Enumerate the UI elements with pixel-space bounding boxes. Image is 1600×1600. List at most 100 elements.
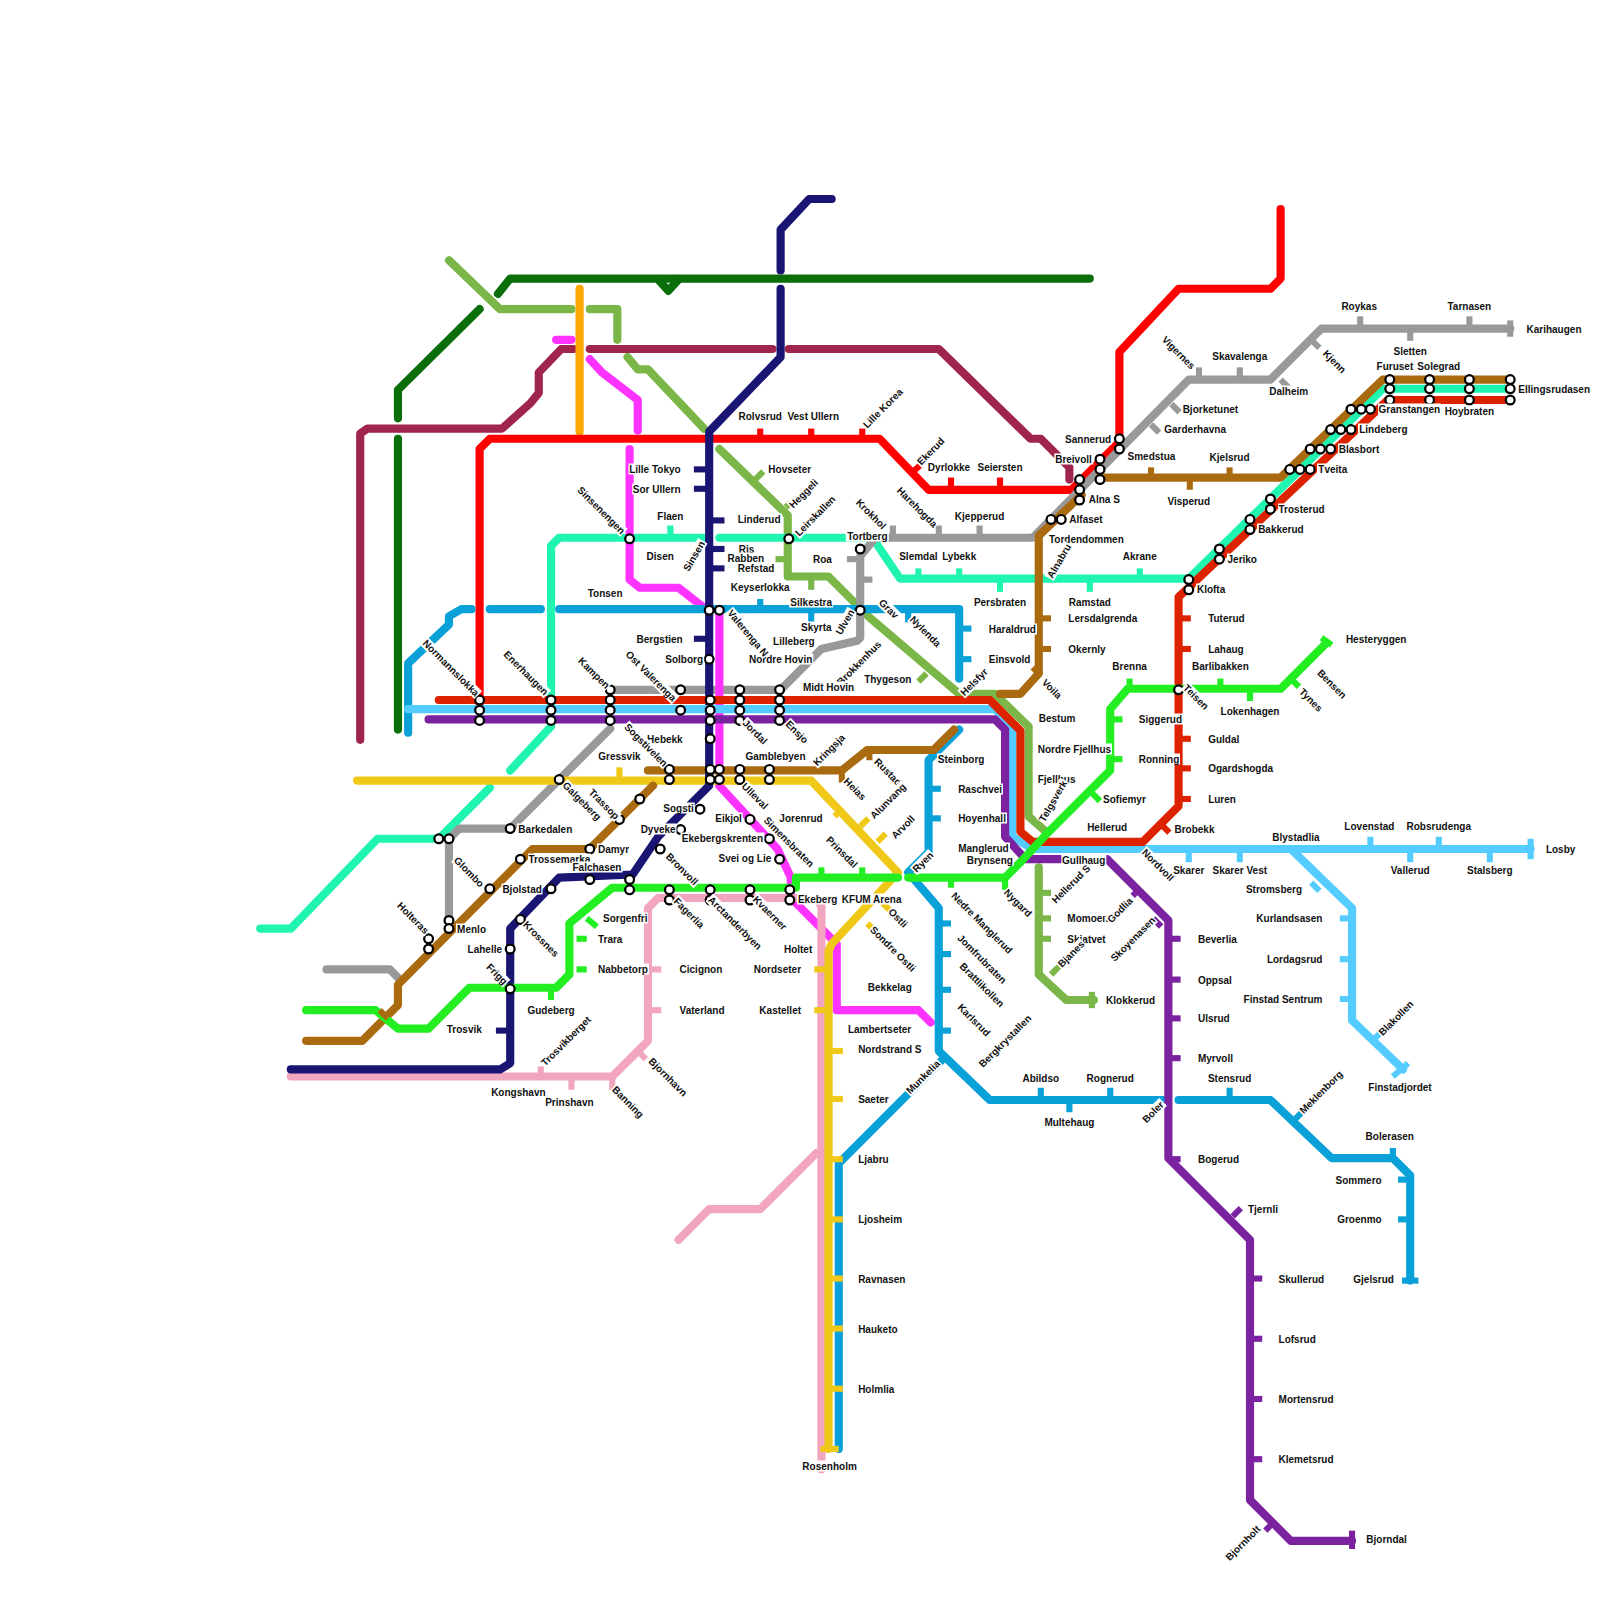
interchange-circle xyxy=(735,765,744,774)
station-label: Klemetsrud xyxy=(1278,1454,1335,1465)
station-label: Ekebergskrenten xyxy=(681,832,764,843)
station-label: Bjornhavn xyxy=(646,1054,690,1098)
station-label: Oppsal xyxy=(1197,974,1233,985)
station-tick xyxy=(1436,837,1442,849)
station-label: Heias xyxy=(841,775,869,803)
station-tick xyxy=(616,767,622,780)
station-label: Lofsrud xyxy=(1278,1333,1317,1344)
station-label: Silkestra xyxy=(789,597,833,608)
station-label: Momoen xyxy=(1066,913,1109,924)
interchange-circle xyxy=(424,934,433,943)
interchange-circle xyxy=(665,765,674,774)
station-tick xyxy=(1133,888,1141,896)
station-tick xyxy=(878,834,886,842)
station-label: Granstangen xyxy=(1378,404,1442,415)
interchange-circle xyxy=(1506,375,1515,384)
interchange-circle xyxy=(1096,475,1105,484)
station-tick xyxy=(1033,667,1041,675)
station-label: Karlsrud xyxy=(955,1001,993,1039)
interchange-circle xyxy=(765,834,774,843)
station-label: Linderud xyxy=(737,514,782,525)
station-tick xyxy=(1179,736,1191,742)
station-label: Heggeli xyxy=(786,476,821,511)
station-tick xyxy=(818,867,824,877)
interchange-circle xyxy=(1347,405,1356,414)
station-label: Bergstien xyxy=(636,633,684,644)
station-label: Finstad Sentrum xyxy=(1243,993,1324,1004)
station-label: Okernly xyxy=(1067,643,1106,654)
station-label: Normannslokka xyxy=(420,637,482,699)
station-tick xyxy=(866,750,872,760)
station-label: Tynes xyxy=(1297,685,1326,714)
station-label: Haraldrud xyxy=(988,623,1037,634)
station-label: Brynseng xyxy=(966,855,1014,866)
station-label: Ljosheim xyxy=(857,1214,903,1225)
station-tick xyxy=(1039,646,1051,652)
station-label: Guldal xyxy=(1207,733,1240,744)
station-label: Nordseter xyxy=(753,964,802,975)
station-tick xyxy=(1179,796,1191,802)
interchange-circle xyxy=(585,845,594,854)
station-label: KFUM Arena xyxy=(841,893,903,904)
station-tick xyxy=(587,918,597,926)
station-label: Vallerud xyxy=(1390,865,1431,876)
interchange-circle xyxy=(434,834,443,843)
station-tick xyxy=(1340,956,1352,962)
station-tick xyxy=(694,466,709,472)
station-label: Disen xyxy=(646,551,675,562)
station-label: Keyserlokka xyxy=(730,581,791,592)
station-tick xyxy=(929,815,941,821)
station-label: Nordre Fjellhus xyxy=(1037,743,1112,754)
station-label: Luren xyxy=(1207,793,1237,804)
interchange-circle xyxy=(1425,375,1434,384)
station-label: Hovseter xyxy=(767,464,812,475)
station-tick xyxy=(948,878,954,888)
interchange-circle xyxy=(1075,485,1084,494)
station-label: Ljabru xyxy=(857,1154,890,1165)
station-label: Beverlia xyxy=(1197,933,1238,944)
station-tick xyxy=(997,579,1003,592)
station-tick xyxy=(380,1010,388,1018)
station-label: Godlia xyxy=(1105,895,1136,926)
station-label: Kjepperud xyxy=(954,511,1005,522)
station-label: Stensrud xyxy=(1207,1072,1252,1083)
station-tick xyxy=(694,486,709,492)
station-label: Akrane xyxy=(1122,551,1158,562)
interchange-circle xyxy=(775,706,784,715)
station-label: Bekkelag xyxy=(867,981,913,992)
station-tick xyxy=(1179,765,1191,771)
interchange-circle xyxy=(706,706,715,715)
station-label: Finstadjordet xyxy=(1367,1081,1432,1092)
interchange-circle xyxy=(1316,445,1325,454)
interchange-circle xyxy=(1465,375,1474,384)
station-label: Skarer Vest xyxy=(1212,865,1269,876)
interchange-circle xyxy=(1306,445,1315,454)
station-label: Sorgenfri xyxy=(602,913,648,924)
station-tick xyxy=(694,636,709,642)
transit-line xyxy=(449,729,610,921)
station-label: Raschvei xyxy=(957,783,1003,794)
interchange-circle xyxy=(635,795,644,804)
station-label: Holtet xyxy=(783,943,813,954)
station-label: Losby xyxy=(1545,843,1576,854)
station-tick xyxy=(755,471,763,479)
interchange-circle xyxy=(735,706,744,715)
station-tick xyxy=(709,565,724,571)
station-tick xyxy=(939,987,951,993)
interchange-circle xyxy=(475,706,484,715)
transit-line xyxy=(306,786,653,1041)
station-label: Gjelsrud xyxy=(1352,1273,1395,1284)
interchange-circle xyxy=(706,765,715,774)
station-tick xyxy=(860,818,868,826)
interchange-circle xyxy=(706,775,715,784)
station-label: Tortberg xyxy=(846,530,888,541)
interchange-circle xyxy=(547,706,556,715)
interchange-circle xyxy=(715,775,724,784)
station-label: Skjatvet xyxy=(1066,933,1106,944)
station-label: Lersdalgrenda xyxy=(1067,613,1138,624)
station-label: Alnabru xyxy=(1044,541,1073,581)
interchange-circle xyxy=(1266,495,1275,504)
interchange-circle xyxy=(1306,465,1315,474)
station-tick xyxy=(936,526,942,538)
station-label: Ogardshogda xyxy=(1207,763,1274,774)
